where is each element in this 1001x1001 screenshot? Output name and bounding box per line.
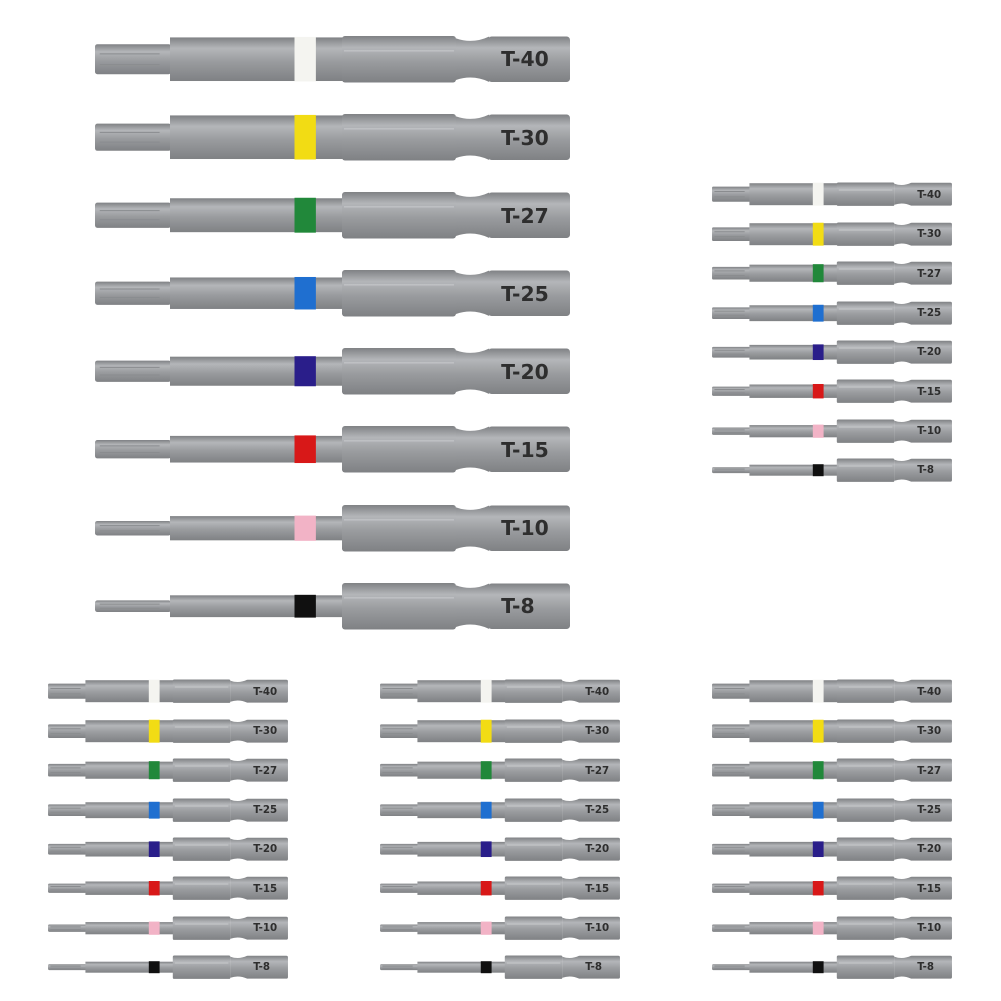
torx-bit-t-20: T-20 — [380, 837, 620, 861]
bit-size-label: T-10 — [917, 922, 942, 935]
torx-bit-t-15: T-15 — [95, 425, 570, 473]
torx-bit-t-8: T-8 — [95, 582, 570, 630]
torx-bit-t-8: T-8 — [712, 955, 952, 980]
bit-size-label: T-10 — [917, 425, 942, 438]
bit-size-label: T-40 — [917, 685, 942, 698]
torx-bit-t-10: T-10 — [48, 916, 288, 940]
bit-size-label: T-25 — [917, 803, 942, 816]
bit-size-label: T-27 — [917, 267, 942, 280]
bit-size-label: T-15 — [585, 882, 610, 895]
bit-size-label: T-27 — [253, 764, 278, 777]
bit-size-label: T-25 — [585, 803, 610, 816]
torx-bit-t-10: T-10 — [712, 916, 952, 940]
torx-bit-t-27: T-27 — [712, 261, 952, 286]
bit-size-label: T-25 — [917, 306, 942, 319]
torx-bit-t-8: T-8 — [712, 458, 952, 483]
torx-bit-t-25: T-25 — [48, 798, 288, 822]
torx-bit-t-25: T-25 — [712, 301, 952, 325]
bit-size-label: T-30 — [585, 725, 610, 738]
bit-size-label: T-40 — [501, 47, 549, 72]
bit-size-label: T-27 — [917, 764, 942, 777]
torx-bit-t-15: T-15 — [712, 876, 952, 901]
torx-bit-t-10: T-10 — [380, 916, 620, 940]
bit-size-label: T-30 — [253, 725, 278, 738]
torx-bit-t-27: T-27 — [48, 758, 288, 783]
bit-size-label: T-8 — [585, 961, 603, 974]
bit-size-label: T-15 — [917, 385, 942, 398]
bit-set-small-bottom-left: T-40 T-30 — [48, 672, 288, 987]
bit-size-label: T-20 — [253, 843, 278, 856]
bit-size-label: T-8 — [917, 961, 935, 974]
bit-size-label: T-15 — [501, 438, 549, 463]
torx-bit-t-40: T-40 — [380, 679, 620, 704]
torx-bit-t-20: T-20 — [712, 340, 952, 364]
torx-bit-t-20: T-20 — [48, 837, 288, 861]
bit-size-label: T-8 — [917, 464, 935, 477]
torx-bit-t-20: T-20 — [95, 347, 570, 395]
bit-set-small-bottom-right: T-40 T-30 — [712, 672, 952, 987]
torx-bit-t-40: T-40 — [712, 679, 952, 704]
bit-size-label: T-20 — [585, 843, 610, 856]
torx-bit-t-30: T-30 — [712, 222, 952, 246]
torx-bit-t-30: T-30 — [48, 719, 288, 743]
torx-bit-t-8: T-8 — [48, 955, 288, 980]
bit-size-label: T-40 — [253, 685, 278, 698]
bit-size-label: T-10 — [501, 516, 549, 541]
bit-size-label: T-10 — [253, 922, 278, 935]
torx-bit-t-27: T-27 — [95, 191, 570, 239]
torx-bit-t-30: T-30 — [712, 719, 952, 743]
bit-size-label: T-15 — [253, 882, 278, 895]
bit-size-label: T-30 — [917, 725, 942, 738]
bit-size-label: T-8 — [253, 961, 271, 974]
bit-size-label: T-40 — [917, 188, 942, 201]
bit-set-large: T-40 T-30 — [95, 20, 570, 645]
bit-size-label: T-15 — [917, 882, 942, 895]
bit-size-label: T-20 — [501, 359, 549, 384]
torx-bit-t-10: T-10 — [712, 419, 952, 443]
torx-bit-t-15: T-15 — [712, 379, 952, 404]
bit-size-label: T-20 — [917, 843, 942, 856]
torx-bit-t-25: T-25 — [380, 798, 620, 822]
bit-size-label: T-27 — [585, 764, 610, 777]
bit-size-label: T-10 — [585, 922, 610, 935]
torx-bit-t-30: T-30 — [95, 113, 570, 161]
torx-bit-t-20: T-20 — [712, 837, 952, 861]
torx-bit-t-8: T-8 — [380, 955, 620, 980]
torx-bit-t-27: T-27 — [380, 758, 620, 783]
torx-bit-t-40: T-40 — [712, 182, 952, 207]
bit-size-label: T-25 — [253, 803, 278, 816]
torx-bit-t-40: T-40 — [95, 35, 570, 83]
torx-bit-t-30: T-30 — [380, 719, 620, 743]
torx-bit-t-27: T-27 — [712, 758, 952, 783]
torx-bit-t-40: T-40 — [48, 679, 288, 704]
torx-bit-t-10: T-10 — [95, 504, 570, 552]
torx-bit-t-15: T-15 — [48, 876, 288, 901]
bit-size-label: T-20 — [917, 346, 942, 359]
bit-size-label: T-25 — [501, 281, 549, 306]
bit-size-label: T-30 — [501, 125, 549, 150]
bit-size-label: T-8 — [501, 594, 535, 619]
bit-set-small-bottom-center: T-40 T-30 — [380, 672, 620, 987]
torx-bit-t-25: T-25 — [712, 798, 952, 822]
bit-size-label: T-40 — [585, 685, 610, 698]
bit-size-label: T-27 — [501, 203, 549, 228]
torx-bit-t-25: T-25 — [95, 269, 570, 317]
bit-set-small-top-right: T-40 T-30 — [712, 175, 952, 490]
bit-size-label: T-30 — [917, 228, 942, 241]
torx-bit-t-15: T-15 — [380, 876, 620, 901]
